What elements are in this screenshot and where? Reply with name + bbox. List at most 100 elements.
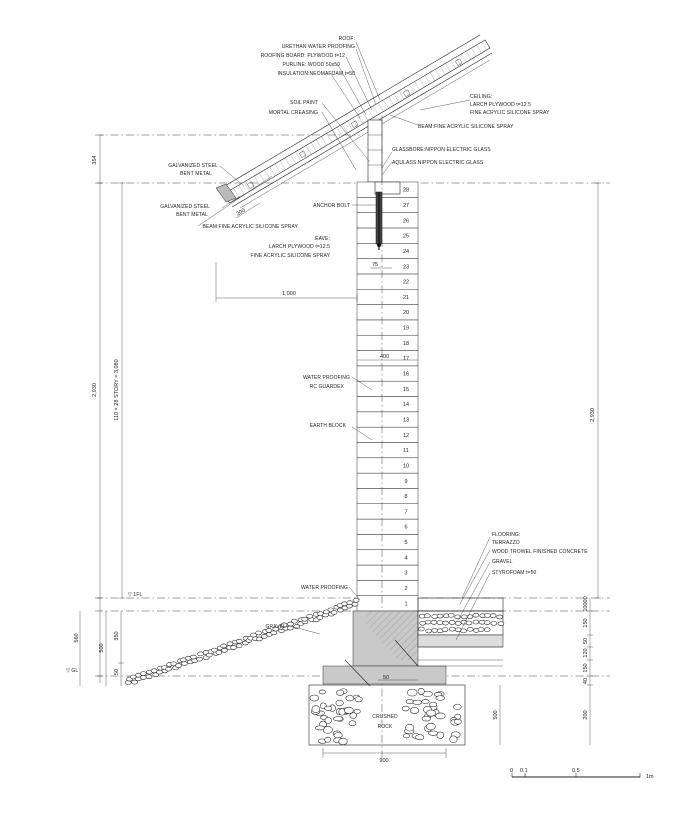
gravel-particle (197, 651, 204, 657)
gravel-slope (124, 598, 360, 685)
rock-particle (318, 689, 326, 695)
earth-block-course (356, 472, 419, 489)
label-waterproofing: WATER PROOFING (303, 375, 350, 381)
gravel-particle (215, 650, 223, 655)
rock-particle (349, 712, 358, 719)
dim-560: 560 (74, 633, 80, 642)
rock-particle (311, 705, 321, 713)
foundation (322, 610, 447, 687)
course-number: 3 (404, 571, 407, 577)
level-gl: ▽ GL (66, 668, 78, 674)
label-mortal: MORTAL CREASING (269, 110, 318, 116)
gravel-particle (436, 620, 444, 625)
label-rc-guardex: RC GUARDEX (310, 384, 345, 390)
dim-right-total: 2,930 (590, 408, 596, 422)
label-purline: PURLINE: WOOD 50x50 (283, 62, 341, 68)
crushed-rock-footing (308, 684, 466, 746)
dim-150a: 150 (583, 618, 589, 627)
bent-metal-edge (215, 183, 237, 203)
course-number: 20 (403, 310, 409, 316)
label-styrofoam: STYROFOAM t=50 (492, 570, 536, 576)
label-earth-block: EARTH BLOCK (310, 423, 347, 429)
gravel-particle (436, 613, 444, 619)
gravel-particle (441, 627, 449, 632)
course-number: 16 (403, 372, 409, 378)
dim-left-top: 354 (92, 155, 98, 164)
scale-0: 0 (510, 768, 513, 774)
rock-particle (348, 720, 357, 727)
gravel-particle (454, 621, 462, 626)
course-number: 27 (403, 203, 409, 209)
course-number: 4 (404, 555, 407, 561)
course-number: 11 (403, 448, 409, 454)
label-galv2b: BENT METAL (176, 212, 208, 218)
rock-particle (435, 695, 445, 701)
rock-particle (417, 688, 425, 695)
rock-particle (324, 705, 333, 711)
label-wood-trowel: WOOD TROWEL FINISHED CONCRETE (492, 549, 588, 555)
gravel-particle (261, 634, 268, 639)
gravel-particle (461, 614, 468, 620)
gravel-particle (419, 620, 426, 626)
dim-50-footing: 50 (383, 675, 389, 681)
dim-40: 40 (583, 678, 589, 684)
anchor-bolt (375, 191, 383, 250)
course-number: 5 (404, 540, 407, 546)
rock-particle (315, 725, 325, 731)
gravel-particle (235, 643, 243, 649)
dim-half-wall: 75 (372, 262, 378, 268)
gravel-particle (181, 661, 188, 666)
course-number: 13 (403, 417, 409, 423)
gravel-particle (497, 621, 505, 627)
rock-particle (322, 726, 333, 734)
gravel-particle (465, 620, 473, 626)
gravel-particle (351, 601, 359, 607)
earth-block-course (356, 564, 419, 581)
rock-particle (353, 708, 361, 715)
dim-left-total: 2,930 (92, 383, 98, 397)
course-number: 18 (403, 341, 409, 347)
label-waterproofing-2: WATER PROOFING (301, 585, 348, 591)
gravel-particle (270, 630, 278, 636)
rock-particle (336, 689, 345, 696)
gravel-particle (230, 645, 237, 650)
dim-120: 120 (583, 648, 589, 657)
gravel-particle (352, 598, 360, 603)
gravel-particle (431, 614, 438, 619)
rock-particle (338, 737, 348, 745)
floor-assembly (417, 597, 505, 667)
gravel-particle (423, 613, 431, 619)
gravel-particle (301, 616, 308, 622)
label-ceiling-spray: FINE ACRYLIC SILICONE SPRAY (470, 110, 550, 116)
rock-particle (426, 709, 437, 717)
gravel-particle (431, 628, 438, 633)
dim-footing-width: 900 (379, 758, 388, 764)
rock-particle (407, 688, 418, 697)
rock-particle (421, 715, 431, 722)
rock-particle (412, 699, 423, 705)
annotations: ROOF: URETHAN WATER PROOFING ROOFING BOA… (66, 36, 588, 730)
course-number: 12 (403, 433, 409, 439)
gravel-particle (489, 613, 497, 618)
rock-particle (405, 723, 415, 732)
rock-particle (345, 695, 355, 702)
gravel-particle (140, 671, 147, 676)
earth-block-course (356, 488, 419, 504)
course-number: 2 (404, 586, 407, 592)
gravel-particle (140, 675, 147, 680)
gravel-particle (472, 612, 480, 618)
course-number: 6 (404, 525, 407, 531)
gravel-particle (477, 627, 485, 632)
roof-assembly (215, 34, 493, 209)
gravel-particle (483, 627, 491, 632)
label-roofing-board: ROOFING BOARD: PLYWOOD t=12 (261, 53, 346, 59)
label-ceiling: CEILING: (470, 94, 492, 100)
gravel-particle (220, 643, 227, 649)
gravel-particle (175, 663, 182, 668)
rock-particle (429, 701, 438, 708)
rock-particle (403, 733, 410, 739)
gravel-particle (165, 666, 172, 672)
beam-post (367, 119, 383, 183)
course-number: 1 (404, 601, 407, 607)
